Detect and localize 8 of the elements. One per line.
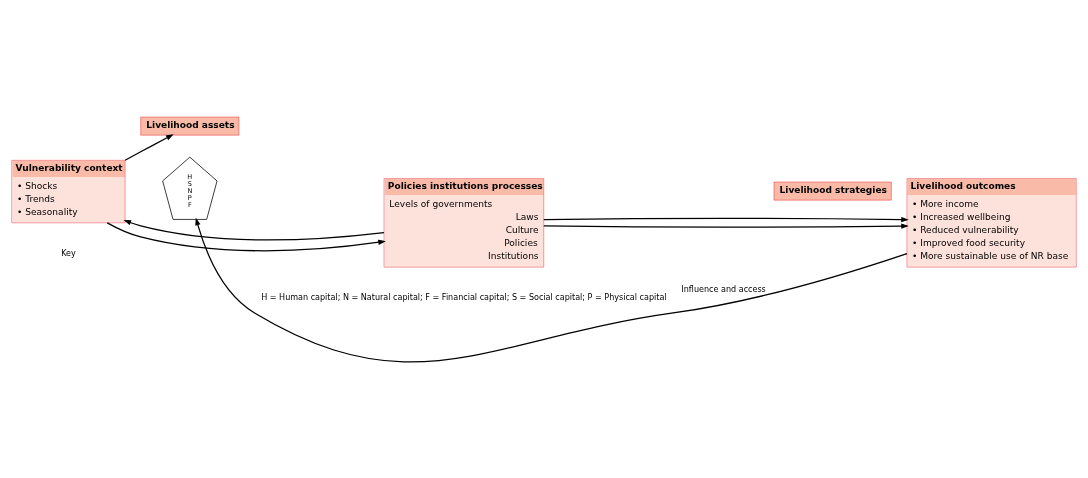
- arrow: [195, 217, 908, 362]
- arrow: [124, 133, 174, 161]
- arrow: [543, 216, 909, 222]
- arrow: [123, 219, 385, 241]
- arrow: [543, 222, 909, 229]
- node-box: Livelihood assets: [140, 116, 240, 135]
- arrow: [106, 221, 386, 251]
- node-box: Livelihood strategies: [773, 181, 892, 200]
